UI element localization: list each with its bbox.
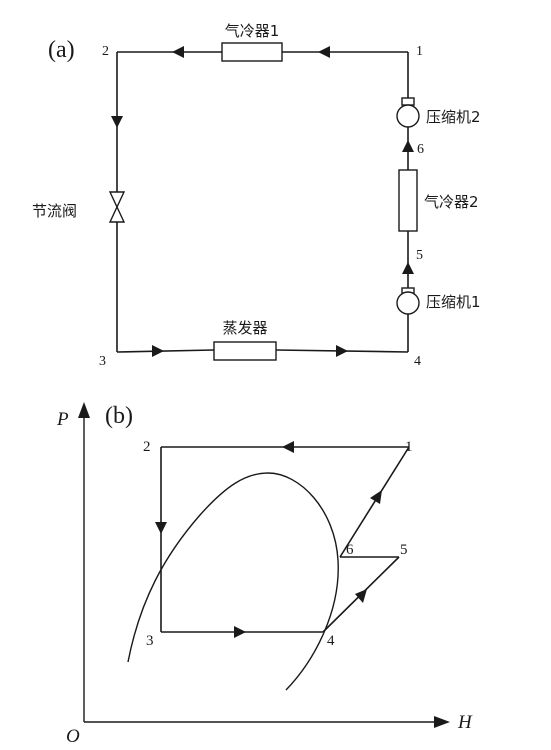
point-4-label: 4 [327,633,335,649]
compressor-2-label: 压缩机2 [426,108,481,126]
cycle-arrow-2-3 [155,522,167,534]
x-axis-label: H [457,712,473,733]
throttle-valve-label: 节流阀 [32,202,77,220]
flow-arrow-left-down [111,116,123,128]
node-3-label: 3 [99,354,106,369]
evaporator-box [213,341,277,361]
compressor-1 [396,287,420,315]
node-6-label: 6 [417,142,424,157]
point-3-label: 3 [146,633,154,649]
x-axis-arrowhead [434,716,450,728]
origin-label: O [66,726,80,747]
y-axis-arrowhead [78,402,90,418]
flow-arrow-right-5 [402,262,414,274]
point-6-label: 6 [346,542,354,558]
saturation-dome [127,472,339,691]
panel-b-label: (b) [105,403,133,429]
flow-arrow-top-left [172,46,184,58]
cycle-line-6-1 [339,446,410,558]
throttle-valve [108,191,126,223]
node-4-label: 4 [414,354,421,369]
panel-a-label: (a) [48,37,75,63]
gas-cooler-2-box [398,169,418,232]
flow-arrow-top-right [318,46,330,58]
compressor-1-label: 压缩机1 [426,293,481,311]
gas-cooler-1-label: 气冷器1 [225,22,280,40]
node-2-label: 2 [102,44,109,59]
flow-arrow-right-6 [402,140,414,152]
throttle-valve-top [108,191,126,209]
cycle-arrow-4-5 [355,589,367,603]
throttle-valve-bottom [108,205,126,223]
gas-cooler-2-label: 气冷器2 [424,193,479,211]
compressor-2 [396,97,420,128]
cycle-arrow-3-4 [234,626,246,638]
y-axis-label: P [56,409,69,430]
evaporator-label: 蒸发器 [222,319,267,337]
point-5-label: 5 [400,542,408,558]
gas-cooler-1-box [221,42,283,62]
compressor-1-body [396,291,420,315]
cycle-arrow-1-2 [282,441,294,453]
point-2-label: 2 [143,439,151,455]
point-1-label: 1 [405,439,413,455]
pipe-bottom-left [116,349,215,353]
node-5-label: 5 [416,248,423,263]
panel-b: (b) P H O 1 2 3 4 5 6 [56,402,473,747]
node-1-label: 1 [416,44,423,59]
compressor-2-body [396,104,420,128]
panel-a: (a) 气冷器1 蒸发器 气冷器2 压缩机2 [32,22,481,369]
cycle-arrow-6-1 [370,490,382,504]
compressor-2-cap [401,97,415,106]
flow-arrow-bottom-right [336,345,348,357]
flow-arrow-bottom-left [152,345,164,357]
